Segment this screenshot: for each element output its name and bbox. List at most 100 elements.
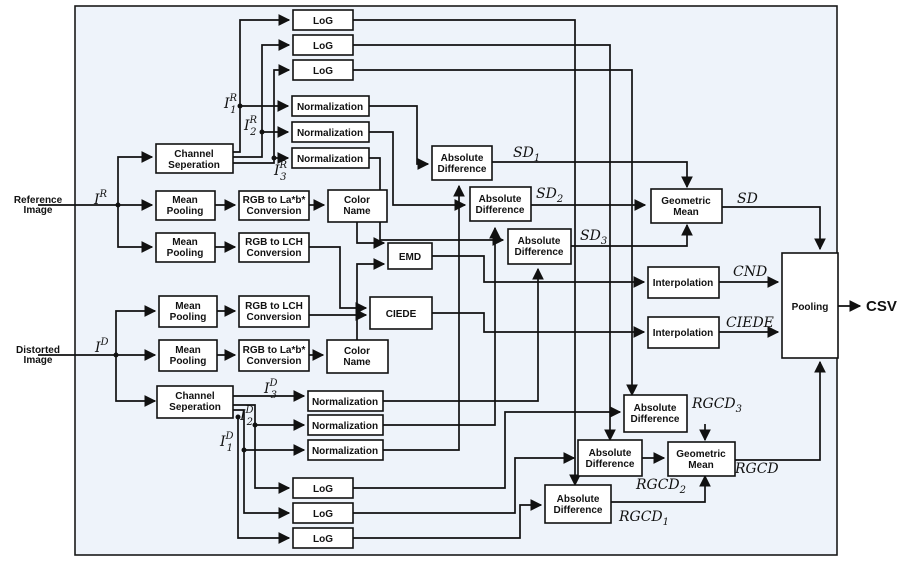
normalization-label-r1: Normalization [297,102,363,113]
geometric-mean-box-top [650,188,723,224]
interpolation-label-1: Interpolation [653,278,714,289]
normalization-box-d2 [307,414,384,436]
rgcd1-label: RGCD1 [618,509,669,528]
log-label-r1: LoG [313,16,333,27]
rgb-lch-box-d [238,295,310,328]
log-label-d2: LoG [313,509,333,520]
normalization-box-r2 [291,121,370,143]
normalization-label-d2: Normalization [312,421,378,432]
normalization-label-d3: Normalization [312,397,378,408]
channel-separation-box-d [156,385,234,419]
normalization-label-r2: Normalization [297,128,363,139]
mean-pooling-box-r1 [155,190,216,221]
log-label-d1: LoG [313,484,333,495]
boxes [155,9,839,549]
log-label-d3: LoG [313,534,333,545]
log-box-r1 [292,9,354,31]
abs-diff-box-1 [431,145,493,181]
rgb-lch-box-r [238,232,310,263]
channel-separation-box-r [155,143,234,174]
log-box-d2 [292,502,354,524]
log-label-r3: LoG [313,66,333,77]
sd1-label: SD1 [513,145,540,164]
box-labels: LoG LoG LoG Normalization Normalization … [167,16,829,545]
abs-diff-box-5 [577,439,643,477]
log-label-r2: LoG [313,41,333,52]
log-box-d3 [292,527,354,549]
id-label: ID [94,337,109,356]
log-box-r2 [292,34,354,56]
junction-dots [113,103,277,453]
cnd-label: CND [733,264,767,280]
interpolation-label-2: Interpolation [653,328,714,339]
geometric-mean-box-bottom [667,441,736,477]
mean-pooling-box-d2 [158,339,218,372]
emd-box [387,242,433,270]
rgcd-label: RGCD [734,461,779,477]
normalization-box-r3 [291,147,370,169]
ciede-output-label: CIEDE [726,315,774,331]
sd3-label: SD3 [580,228,607,247]
abs-diff-box-2 [469,186,532,222]
normalization-box-d1 [307,439,384,461]
log-box-d1 [292,477,354,499]
rgcd3-label: RGCD3 [691,396,742,415]
ciede-box [369,296,433,330]
normalization-box-d3 [307,390,384,412]
ciede-label: CIEDE [386,309,417,320]
ir-label: IR [93,189,108,208]
rgcd2-label: RGCD2 [635,477,686,496]
pooling-label: Pooling [792,302,829,313]
sd-label: SD [737,191,758,207]
mean-pooling-box-d1 [158,295,218,328]
interpolation-box-1 [647,266,720,299]
interpolation-box-2 [647,316,720,349]
emd-label: EMD [399,252,421,263]
csv-output-label: CSV [866,298,897,315]
mean-pooling-box-r2 [155,232,216,263]
log-box-r3 [292,59,354,81]
normalization-label-d1: Normalization [312,446,378,457]
sd2-label: SD2 [536,186,563,205]
rgb-lab-box-d [238,339,310,372]
normalization-label-r3: Normalization [297,154,363,165]
abs-diff-box-6 [623,394,688,433]
rgb-lab-label-d: RGB to La*b*Conversion [243,345,306,367]
connections [38,14,862,544]
abs-diff-box-4 [544,484,612,524]
abs-diff-box-3 [507,228,572,265]
color-name-box-d [326,339,389,374]
rgb-lab-label-r: RGB to La*b*Conversion [243,195,306,217]
rgb-lab-box-r [238,190,310,221]
normalization-box-r1 [291,95,370,117]
